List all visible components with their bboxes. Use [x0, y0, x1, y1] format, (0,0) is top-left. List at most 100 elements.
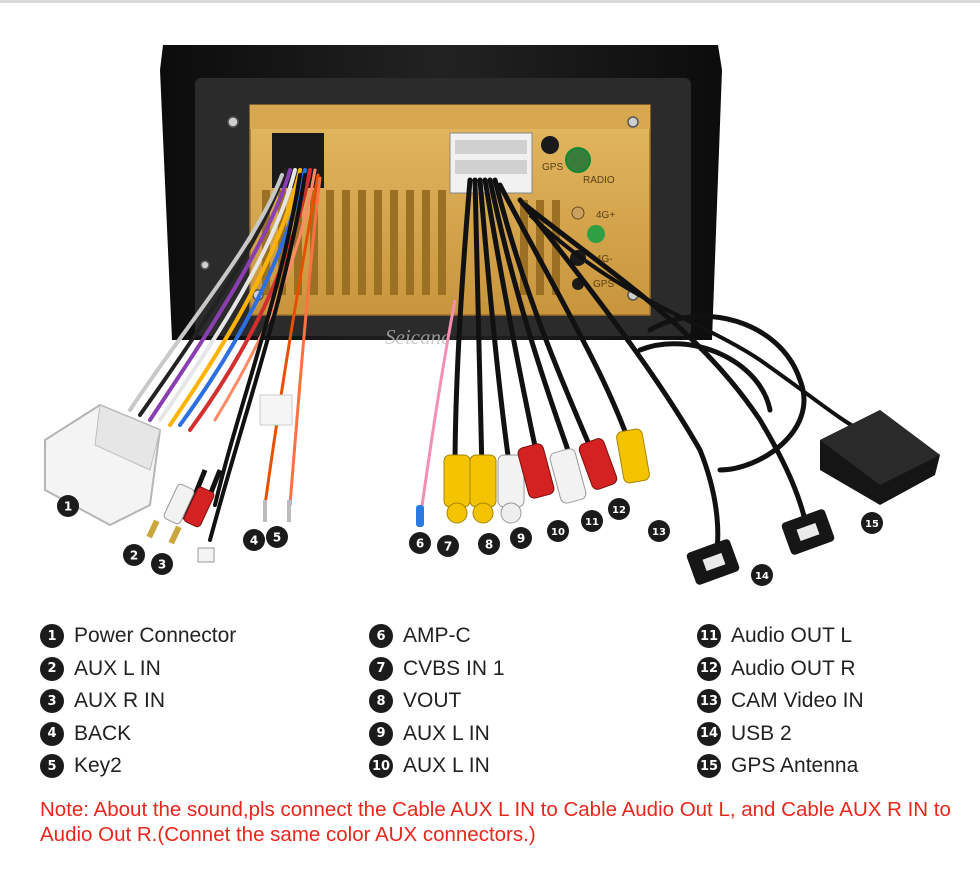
callout-7: 7 [437, 535, 459, 557]
legend-label: AUX R IN [74, 689, 166, 713]
rca-plugs [443, 428, 650, 524]
wire-tag [259, 394, 293, 426]
legend-item: 9 AUX L IN [369, 718, 505, 751]
legend-label: Power Connector [74, 624, 237, 648]
callout-9: 9 [510, 527, 532, 549]
svg-text:13: 13 [652, 527, 666, 538]
legend-item: 6 AMP-C [369, 620, 505, 653]
power-connector-plug [44, 403, 162, 527]
svg-text:1: 1 [64, 500, 72, 514]
amp-c-tip [416, 505, 424, 527]
legend-item: 4 BACK [40, 718, 236, 751]
svg-text:6: 6 [416, 537, 424, 551]
rca-bundle [452, 177, 638, 473]
callout-14: 14 [751, 564, 773, 586]
svg-text:5: 5 [273, 531, 281, 545]
svg-text:4: 4 [250, 534, 258, 548]
label-4g-minus: 4G- [596, 254, 613, 265]
gps-antenna [528, 213, 940, 505]
number-badge: 9 [369, 721, 393, 746]
callout-13: 13 [648, 520, 670, 542]
legend-item: 11 Audio OUT L [697, 620, 864, 653]
callout-15: 15 [861, 512, 883, 534]
legend-label: AMP-C [403, 624, 471, 648]
chassis-top-strip [250, 105, 650, 129]
number-badge: 14 [697, 721, 721, 746]
number-badge: 6 [369, 624, 393, 649]
callout-5: 5 [266, 526, 288, 548]
usb-cables [517, 197, 808, 563]
legend-label: AUX L IN [403, 754, 490, 778]
number-badge: 12 [697, 656, 721, 681]
callouts: 1 2 3 4 5 6 7 8 9 10 11 12 13 14 15 [57, 495, 883, 586]
legend-label: Audio OUT L [731, 624, 853, 648]
number-badge: 15 [697, 754, 721, 779]
legend-label: VOUT [403, 689, 462, 713]
legend-item: 13 CAM Video IN [697, 685, 864, 718]
number-badge: 5 [40, 754, 64, 779]
label-4g-plus: 4G+ [596, 210, 615, 221]
number-badge: 2 [40, 656, 64, 681]
svg-text:2: 2 [130, 549, 138, 563]
number-badge: 13 [697, 689, 721, 714]
power-harness [128, 168, 322, 542]
legend-label: AUX L IN [74, 656, 161, 680]
number-badge: 7 [369, 656, 393, 681]
gps-port [541, 136, 559, 154]
callout-2: 2 [123, 544, 145, 566]
key2-wire-tip [287, 500, 291, 522]
callout-11: 11 [581, 510, 603, 532]
legend-item: 10 AUX L IN [369, 750, 505, 783]
legend-column-3: 11 Audio OUT L 12 Audio OUT R 13 CAM Video … [697, 620, 864, 783]
callout-10: 10 [547, 520, 569, 542]
callout-12: 12 [608, 498, 630, 520]
svg-text:10: 10 [551, 527, 565, 538]
number-badge: 11 [697, 624, 721, 649]
svg-text:11: 11 [585, 517, 599, 528]
svg-text:3: 3 [158, 558, 166, 572]
legend-label: AUX L IN [403, 721, 490, 745]
number-badge: 8 [369, 689, 393, 714]
label-gps2: GPS [593, 279, 614, 290]
legend-item: 15 GPS Antenna [697, 750, 864, 783]
callout-4: 4 [243, 529, 265, 551]
4g-sticker [587, 225, 605, 243]
back-wire-tip [263, 500, 267, 522]
legend-label: CAM Video IN [731, 689, 864, 713]
aux-in-plugs [146, 469, 223, 563]
amp-wire [418, 299, 457, 521]
legend-item: 8 VOUT [369, 685, 505, 718]
legend-item: 7 CVBS IN 1 [369, 653, 505, 686]
number-badge: 1 [40, 624, 64, 649]
legend-label: Key2 [74, 754, 122, 778]
product-photo: GPS RADIO 4G+ 4G- GPS Seicane [44, 45, 940, 586]
callout-1: 1 [57, 495, 79, 517]
legend-item: 1 Power Connector [40, 620, 236, 653]
wiring-diagram: GPS RADIO 4G+ 4G- GPS Seicane [44, 45, 940, 586]
top-divider [0, 0, 980, 3]
4g-plus-port [571, 206, 585, 220]
number-badge: 10 [369, 754, 393, 779]
legend-label: Audio OUT R [731, 656, 856, 680]
legend-item: 2 AUX L IN [40, 653, 236, 686]
legend-label: BACK [74, 721, 132, 745]
callout-8: 8 [478, 533, 500, 555]
callout-6: 6 [409, 532, 431, 554]
svg-text:8: 8 [485, 538, 493, 552]
number-badge: 4 [40, 721, 64, 746]
svg-text:9: 9 [517, 532, 525, 546]
svg-text:15: 15 [865, 519, 879, 530]
legend-label: GPS Antenna [731, 754, 859, 778]
svg-text:12: 12 [612, 505, 626, 516]
legend-label: CVBS IN 1 [403, 656, 505, 680]
callout-3: 3 [151, 553, 173, 575]
legend-item: 12 Audio OUT R [697, 653, 864, 686]
svg-text:7: 7 [444, 540, 452, 554]
svg-text:14: 14 [755, 571, 769, 582]
label-radio: RADIO [583, 175, 615, 186]
